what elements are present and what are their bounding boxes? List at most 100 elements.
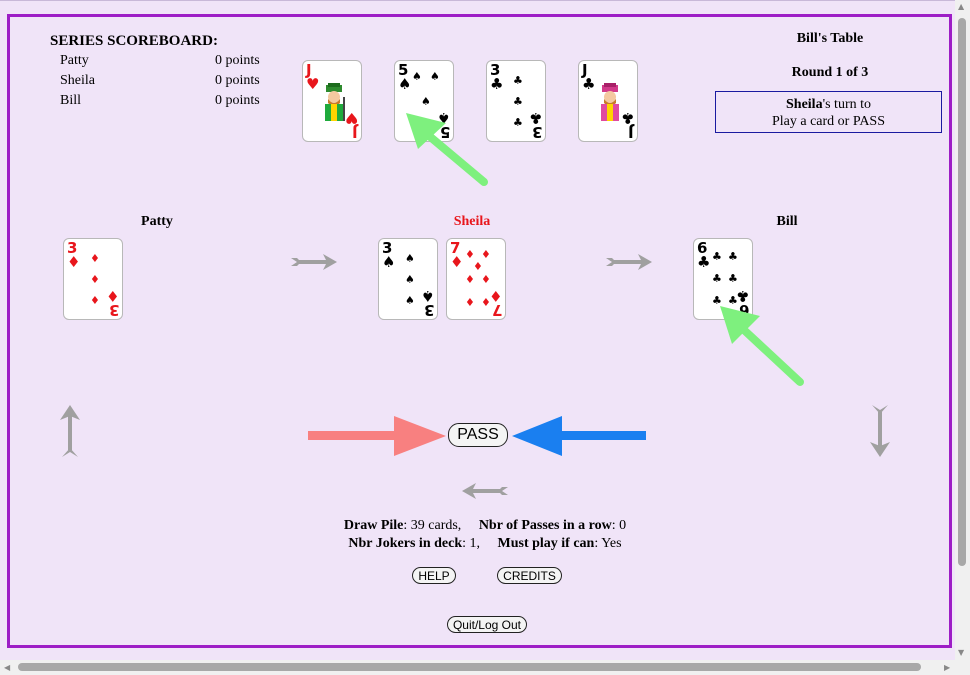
hand-card-jack-clubs[interactable]: J ♣ J ♣	[578, 60, 638, 142]
spade-pip-icon: ♠	[405, 294, 415, 307]
club-pip-icon: ♣	[513, 116, 523, 129]
direction-left-arrow-icon	[462, 483, 508, 499]
card-rank: 3	[490, 61, 501, 79]
direction-right-arrow-icon	[606, 254, 652, 270]
scoreboard-points: 0 points	[215, 53, 260, 68]
club-pip-icon: ♣	[513, 74, 523, 87]
vertical-scrollbar[interactable]: ▲ ▼	[955, 0, 970, 660]
quit-logout-button[interactable]: Quit/Log Out	[447, 616, 527, 633]
turn-status-box: Sheila's turn to Play a card or PASS	[715, 91, 942, 133]
diamond-pip-icon: ♦	[90, 252, 100, 265]
passes-label: Nbr of Passes in a row	[478, 518, 612, 533]
credits-button[interactable]: CREDITS	[497, 567, 562, 584]
spade-pip-icon: ♠	[430, 70, 440, 83]
spade-pip-icon: ♠	[405, 273, 415, 286]
spade-pip-icon: ♠	[412, 70, 422, 83]
direction-right-arrow-icon	[291, 254, 337, 270]
status-line-2: Nbr Jokers in deck: 1, Must play if can:…	[300, 536, 670, 552]
card-rank: 3	[382, 239, 393, 257]
player-name-patty: Patty	[141, 214, 173, 229]
diamond-pip-icon: ♦	[90, 294, 100, 307]
red-hint-arrow-icon	[308, 416, 446, 456]
hand-card-jack-hearts[interactable]: J ♥ J ♥	[302, 60, 362, 142]
club-pip-icon: ♣	[712, 294, 722, 307]
scoreboard-points: 0 points	[215, 93, 260, 108]
card-suit: ♥	[306, 75, 320, 93]
card-suit: ♥	[344, 109, 358, 127]
horizontal-scroll-thumb[interactable]	[18, 663, 921, 671]
diamond-pip-icon: ♦	[465, 296, 475, 309]
jokers-label: Nbr Jokers in deck	[348, 536, 463, 551]
vertical-scroll-thumb[interactable]	[958, 18, 966, 566]
green-hint-arrow-icon	[406, 113, 488, 186]
must-play-label: Must play if can	[497, 536, 595, 551]
card-suit: ♠	[398, 75, 412, 93]
jack-figure-icon	[601, 83, 619, 121]
card-suit: ♦	[67, 253, 81, 271]
hand-card-3-clubs[interactable]: 3 ♣ ♣ ♣ ♣ 3 ♣	[486, 60, 546, 142]
status-line-1: Draw Pile: 39 cards, Nbr of Passes in a …	[300, 518, 670, 534]
green-hint-arrow-icon	[720, 306, 804, 386]
blue-hint-arrow-icon	[512, 416, 646, 456]
card-suit: ♦	[488, 287, 502, 305]
card-rank: J	[306, 61, 312, 79]
card-rank: 3	[67, 239, 78, 257]
card-suit: ♦	[105, 287, 119, 305]
card-suit: ♣	[490, 75, 504, 93]
diamond-pip-icon: ♦	[481, 248, 491, 261]
card-rank: 7	[450, 239, 461, 257]
scoreboard-name: Sheila	[60, 73, 95, 88]
direction-down-arrow-icon	[870, 405, 890, 457]
card-rank: 6	[697, 239, 708, 257]
scoreboard-title: SERIES SCOREBOARD:	[50, 33, 218, 49]
club-pip-icon: ♣	[712, 272, 722, 285]
diamond-pip-icon: ♦	[465, 273, 475, 286]
top-edge	[0, 0, 955, 1]
player-name-bill: Bill	[776, 214, 798, 229]
horizontal-scrollbar[interactable]: ◀ ▶	[0, 660, 970, 675]
scroll-down-icon[interactable]: ▼	[958, 648, 965, 657]
scoreboard-points: 0 points	[215, 73, 260, 88]
card-rank: J	[582, 61, 588, 79]
direction-up-arrow-icon	[60, 405, 80, 457]
turn-suffix: 's turn to	[822, 97, 871, 112]
card-suit: ♣	[697, 253, 711, 271]
club-pip-icon: ♣	[728, 294, 738, 307]
turn-action: Play a card or PASS	[771, 114, 886, 129]
card-suit: ♣	[528, 109, 542, 127]
round-indicator: Round 1 of 3	[791, 65, 869, 80]
passes-value: : 0	[611, 518, 627, 533]
club-pip-icon: ♣	[728, 250, 738, 263]
diamond-pip-icon: ♦	[481, 273, 491, 286]
sheila-card-3-spades: 3 ♠ ♠ ♠ ♠ 3 ♠	[378, 238, 438, 320]
patty-card-3-diamonds: 3 ♦ ♦ ♦ ♦ 3 ♦	[63, 238, 123, 320]
scroll-up-icon[interactable]: ▲	[958, 2, 965, 11]
player-name-sheila: Sheila	[453, 214, 491, 229]
diamond-pip-icon: ♦	[465, 248, 475, 261]
draw-pile-value: : 39 cards,	[403, 518, 462, 533]
club-pip-icon: ♣	[513, 95, 523, 108]
scroll-left-icon[interactable]: ◀	[4, 663, 11, 672]
spade-pip-icon: ♠	[421, 95, 431, 108]
diamond-pip-icon: ♦	[481, 296, 491, 309]
card-suit: ♦	[450, 253, 464, 271]
jack-figure-icon	[325, 83, 345, 121]
diamond-pip-icon: ♦	[90, 273, 100, 286]
spade-pip-icon: ♠	[405, 252, 415, 265]
game-frame	[7, 14, 952, 648]
scroll-right-icon[interactable]: ▶	[944, 663, 951, 672]
diamond-pip-icon: ♦	[473, 260, 483, 273]
pass-button[interactable]: PASS	[448, 423, 508, 447]
club-pip-icon: ♣	[712, 250, 722, 263]
jokers-value: : 1,	[462, 536, 480, 551]
card-suit: ♣	[582, 75, 596, 93]
help-button[interactable]: HELP	[412, 567, 456, 584]
card-suit: ♣	[620, 109, 634, 127]
must-play-value: : Yes	[594, 536, 622, 551]
turn-player: Sheila	[786, 97, 823, 112]
card-suit: ♠	[420, 287, 434, 305]
card-suit: ♠	[382, 253, 396, 271]
scoreboard-name: Patty	[60, 53, 89, 68]
scoreboard-name: Bill	[60, 93, 82, 108]
bill-card-6-clubs: 6 ♣ ♣ ♣ ♣ ♣ ♣ ♣ 6 ♣	[693, 238, 753, 320]
